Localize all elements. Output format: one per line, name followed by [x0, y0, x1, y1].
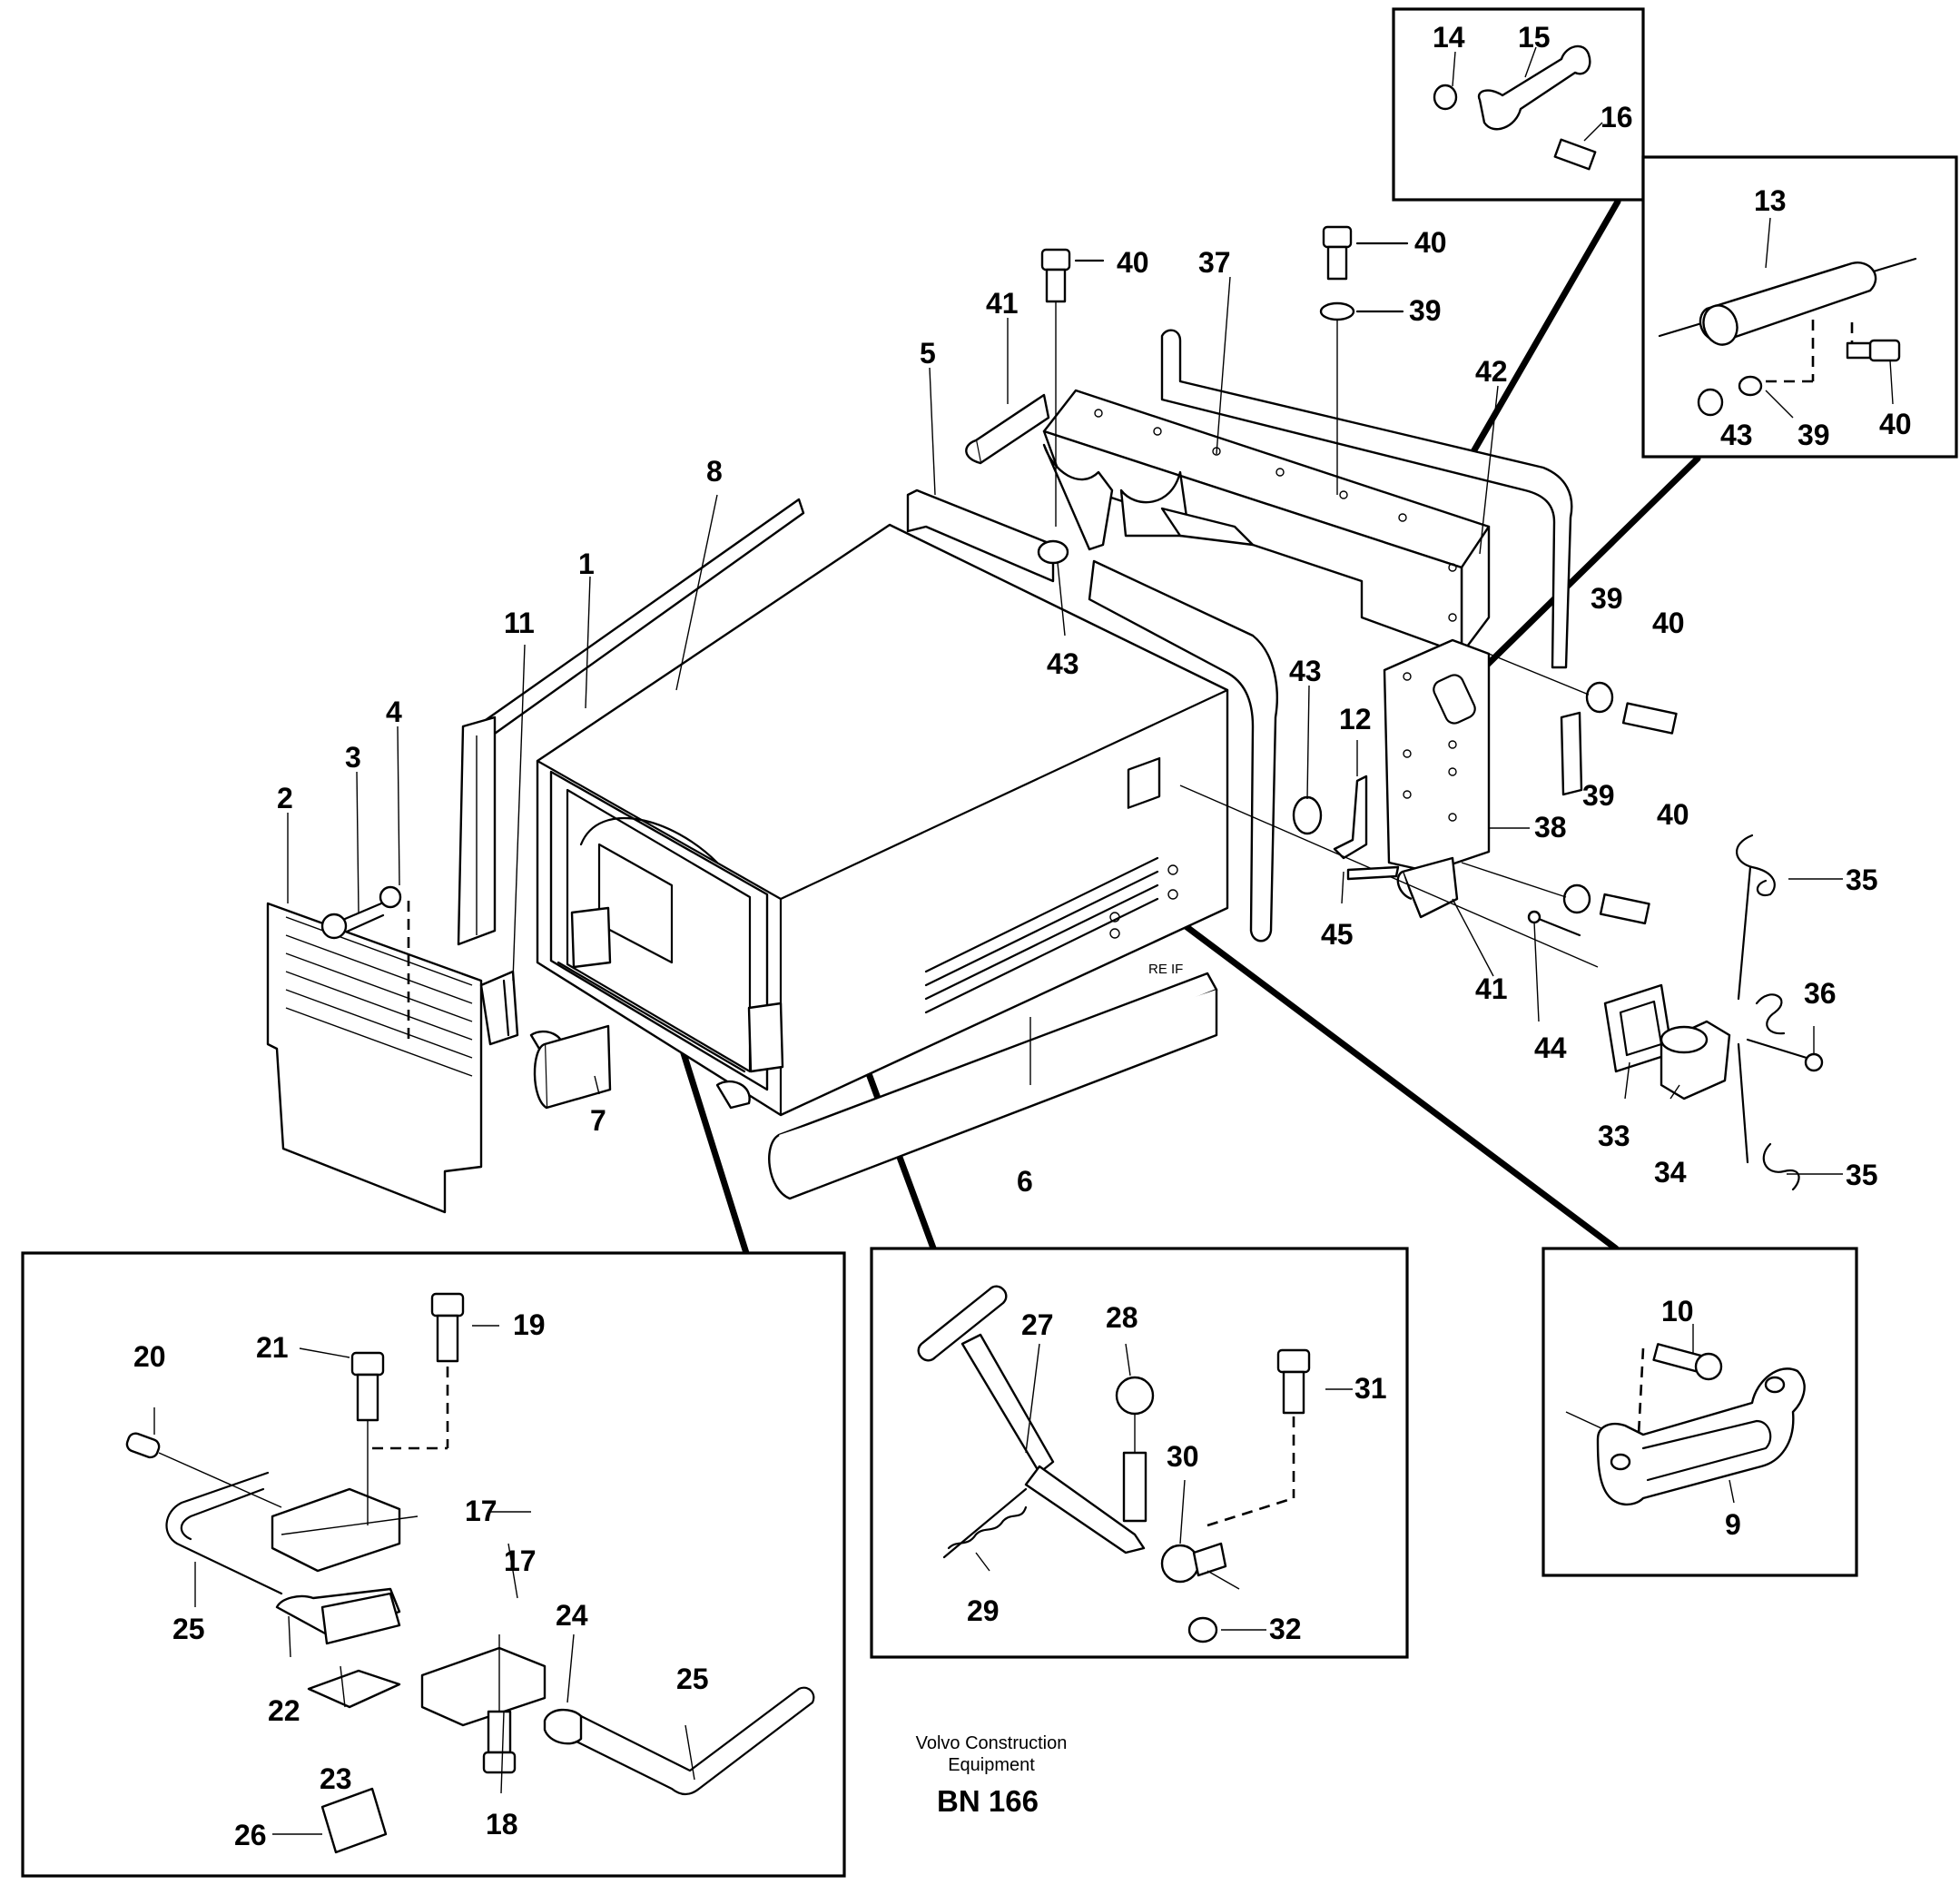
springs-35: [1736, 834, 1800, 1191]
caption-line-1: Volvo Construction: [916, 1733, 1068, 1753]
callout-4: 4: [386, 696, 402, 728]
callout-39-inset: 39: [1797, 419, 1830, 451]
callout-17-a: 17: [465, 1495, 497, 1527]
top-frame: [1042, 389, 1491, 656]
inset-top: 14 15 16: [1392, 7, 1645, 202]
callout-23: 23: [320, 1762, 352, 1795]
callout-22: 22: [268, 1694, 300, 1727]
callout-41-top: 41: [986, 287, 1019, 320]
cover-33-34: [1603, 983, 1731, 1100]
callout-26: 26: [234, 1819, 267, 1851]
callout-36: 36: [1804, 977, 1837, 1010]
callout-40-inset: 40: [1879, 408, 1912, 440]
bolt-40-b: [1319, 225, 1409, 495]
callout-5: 5: [920, 337, 936, 370]
callout-42: 42: [1475, 355, 1508, 388]
callout-40-right-b: 40: [1657, 798, 1689, 831]
callout-9: 9: [1725, 1508, 1741, 1541]
caption-code: BN 166: [937, 1784, 1039, 1818]
callout-43-inset: 43: [1720, 419, 1753, 451]
caption-line-2: Equipment: [948, 1755, 1035, 1775]
callout-41-right: 41: [1475, 972, 1508, 1005]
callout-40-top-a: 40: [1117, 246, 1149, 279]
bolt-40-a: [1037, 248, 1105, 565]
svg-text:RE IF: RE IF: [1148, 962, 1183, 977]
callout-leaders: [287, 276, 1843, 1175]
cab-housing: RE IF: [529, 523, 1229, 1117]
inset-bottom-right: 10 9: [1541, 1247, 1858, 1577]
callout-21: 21: [256, 1331, 289, 1364]
callout-30: 30: [1167, 1440, 1199, 1473]
callout-31: 31: [1354, 1372, 1387, 1405]
callout-11: 11: [504, 607, 535, 639]
callout-40-right-a: 40: [1652, 607, 1685, 639]
strip-45: [1346, 865, 1400, 881]
nut-43-a: [1292, 795, 1323, 835]
seal-strip-5: [906, 489, 1278, 942]
callout-43-top: 43: [1047, 647, 1079, 680]
callout-25-a: 25: [172, 1613, 205, 1645]
bracket-12: [1333, 775, 1368, 860]
callout-38: 38: [1534, 811, 1567, 844]
inset-bottom-left: 20 21 19 17 17 25 24 25 22 23 18 26: [21, 1251, 846, 1878]
callout-43-mid: 43: [1289, 655, 1322, 687]
callout-44: 44: [1534, 1031, 1567, 1064]
callout-45: 45: [1321, 918, 1354, 951]
seal-strip-41-right: [1396, 856, 1459, 919]
inset-right: 13 43 39 40: [1641, 155, 1958, 459]
callout-24: 24: [556, 1599, 588, 1632]
callout-17-b: 17: [504, 1545, 537, 1577]
callout-27: 27: [1021, 1308, 1054, 1341]
pin-44: [1527, 910, 1581, 937]
screw-36: [1746, 1038, 1824, 1072]
seal-strip-41-top: [965, 393, 1050, 465]
latch-11: [479, 970, 519, 1046]
inset-bottom-center: 27 28 29 30 31 32: [870, 1247, 1409, 1659]
callout-7: 7: [590, 1104, 606, 1137]
callout-37: 37: [1198, 246, 1231, 279]
seal-strip-8: [457, 498, 805, 946]
callout-29: 29: [967, 1594, 1000, 1627]
callout-32: 32: [1269, 1613, 1302, 1645]
callout-35-bottom: 35: [1846, 1159, 1878, 1191]
bottom-strip-6: [768, 972, 1218, 1200]
callout-19: 19: [513, 1308, 546, 1341]
callout-13: 13: [1754, 184, 1787, 217]
inset-connectors: [670, 198, 1701, 1257]
callout-28: 28: [1106, 1301, 1138, 1334]
callout-39-right-b: 39: [1582, 779, 1615, 812]
callout-16: 16: [1601, 101, 1633, 133]
callout-8: 8: [706, 455, 723, 488]
callout-18: 18: [486, 1808, 518, 1841]
callout-40-top-b: 40: [1414, 226, 1447, 259]
screw-3-washer-4: [320, 885, 410, 1044]
callout-2: 2: [277, 782, 293, 814]
callout-34: 34: [1654, 1156, 1687, 1189]
seal-strip-7: [533, 1024, 612, 1110]
callout-33: 33: [1598, 1120, 1630, 1152]
callout-12: 12: [1339, 703, 1372, 735]
callout-20: 20: [133, 1340, 166, 1373]
callout-25-b: 25: [676, 1663, 709, 1695]
callout-39-top: 39: [1409, 294, 1442, 327]
callout-39-right-a: 39: [1591, 582, 1623, 615]
callout-14: 14: [1433, 21, 1465, 54]
side-plate: [1383, 638, 1491, 873]
callout-15: 15: [1518, 21, 1551, 54]
callout-35-top: 35: [1846, 864, 1878, 896]
main-callouts: 1 2 3 4 5 6 7 8 11 12 37 38 41 42 43 43 …: [277, 226, 1878, 1198]
callout-6: 6: [1017, 1165, 1033, 1198]
callout-1: 1: [578, 548, 595, 580]
diagram-caption: Volvo Construction Equipment BN 166: [916, 1733, 1068, 1818]
front-panel-2: [266, 902, 483, 1214]
callout-3: 3: [345, 741, 361, 774]
panel-grille: [285, 916, 473, 1077]
callout-10: 10: [1661, 1295, 1694, 1327]
seal-strip-42: [1160, 329, 1573, 669]
